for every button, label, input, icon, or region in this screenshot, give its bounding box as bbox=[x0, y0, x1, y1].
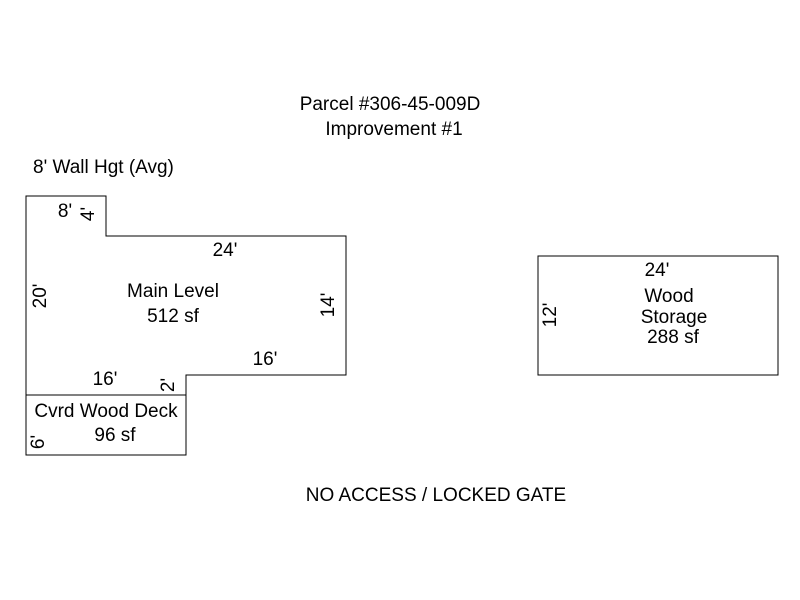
dim-bottom-left: 16' bbox=[93, 369, 118, 390]
storage-name-line2: Storage bbox=[641, 307, 708, 328]
dim-right: 14' bbox=[318, 293, 339, 318]
dim-notch-height: 4' bbox=[78, 207, 99, 221]
main-level-area: 512 sf bbox=[147, 306, 199, 327]
dim-step: 2' bbox=[158, 378, 179, 392]
main-level-name: Main Level bbox=[127, 281, 219, 302]
dim-storage-top: 24' bbox=[645, 260, 670, 281]
dim-top-short: 8' bbox=[58, 201, 72, 222]
improvement-label: Improvement #1 bbox=[325, 119, 462, 140]
wall-height-note: 8' Wall Hgt (Avg) bbox=[33, 157, 174, 178]
storage-name-line1: Wood bbox=[644, 286, 693, 307]
access-note: NO ACCESS / LOCKED GATE bbox=[306, 485, 566, 506]
dim-storage-left: 12' bbox=[540, 303, 561, 328]
deck-name: Cvrd Wood Deck bbox=[34, 401, 178, 422]
dim-deck-left: 6' bbox=[28, 435, 49, 449]
storage-area: 288 sf bbox=[647, 327, 699, 348]
deck-area: 96 sf bbox=[94, 425, 136, 446]
dim-bottom-right: 16' bbox=[253, 349, 278, 370]
parcel-title: Parcel #306-45-009D bbox=[300, 94, 481, 115]
storage-outline bbox=[537, 255, 779, 376]
deck-outline bbox=[25, 394, 187, 456]
dim-left: 20' bbox=[30, 284, 51, 309]
dim-top-long: 24' bbox=[213, 240, 238, 261]
